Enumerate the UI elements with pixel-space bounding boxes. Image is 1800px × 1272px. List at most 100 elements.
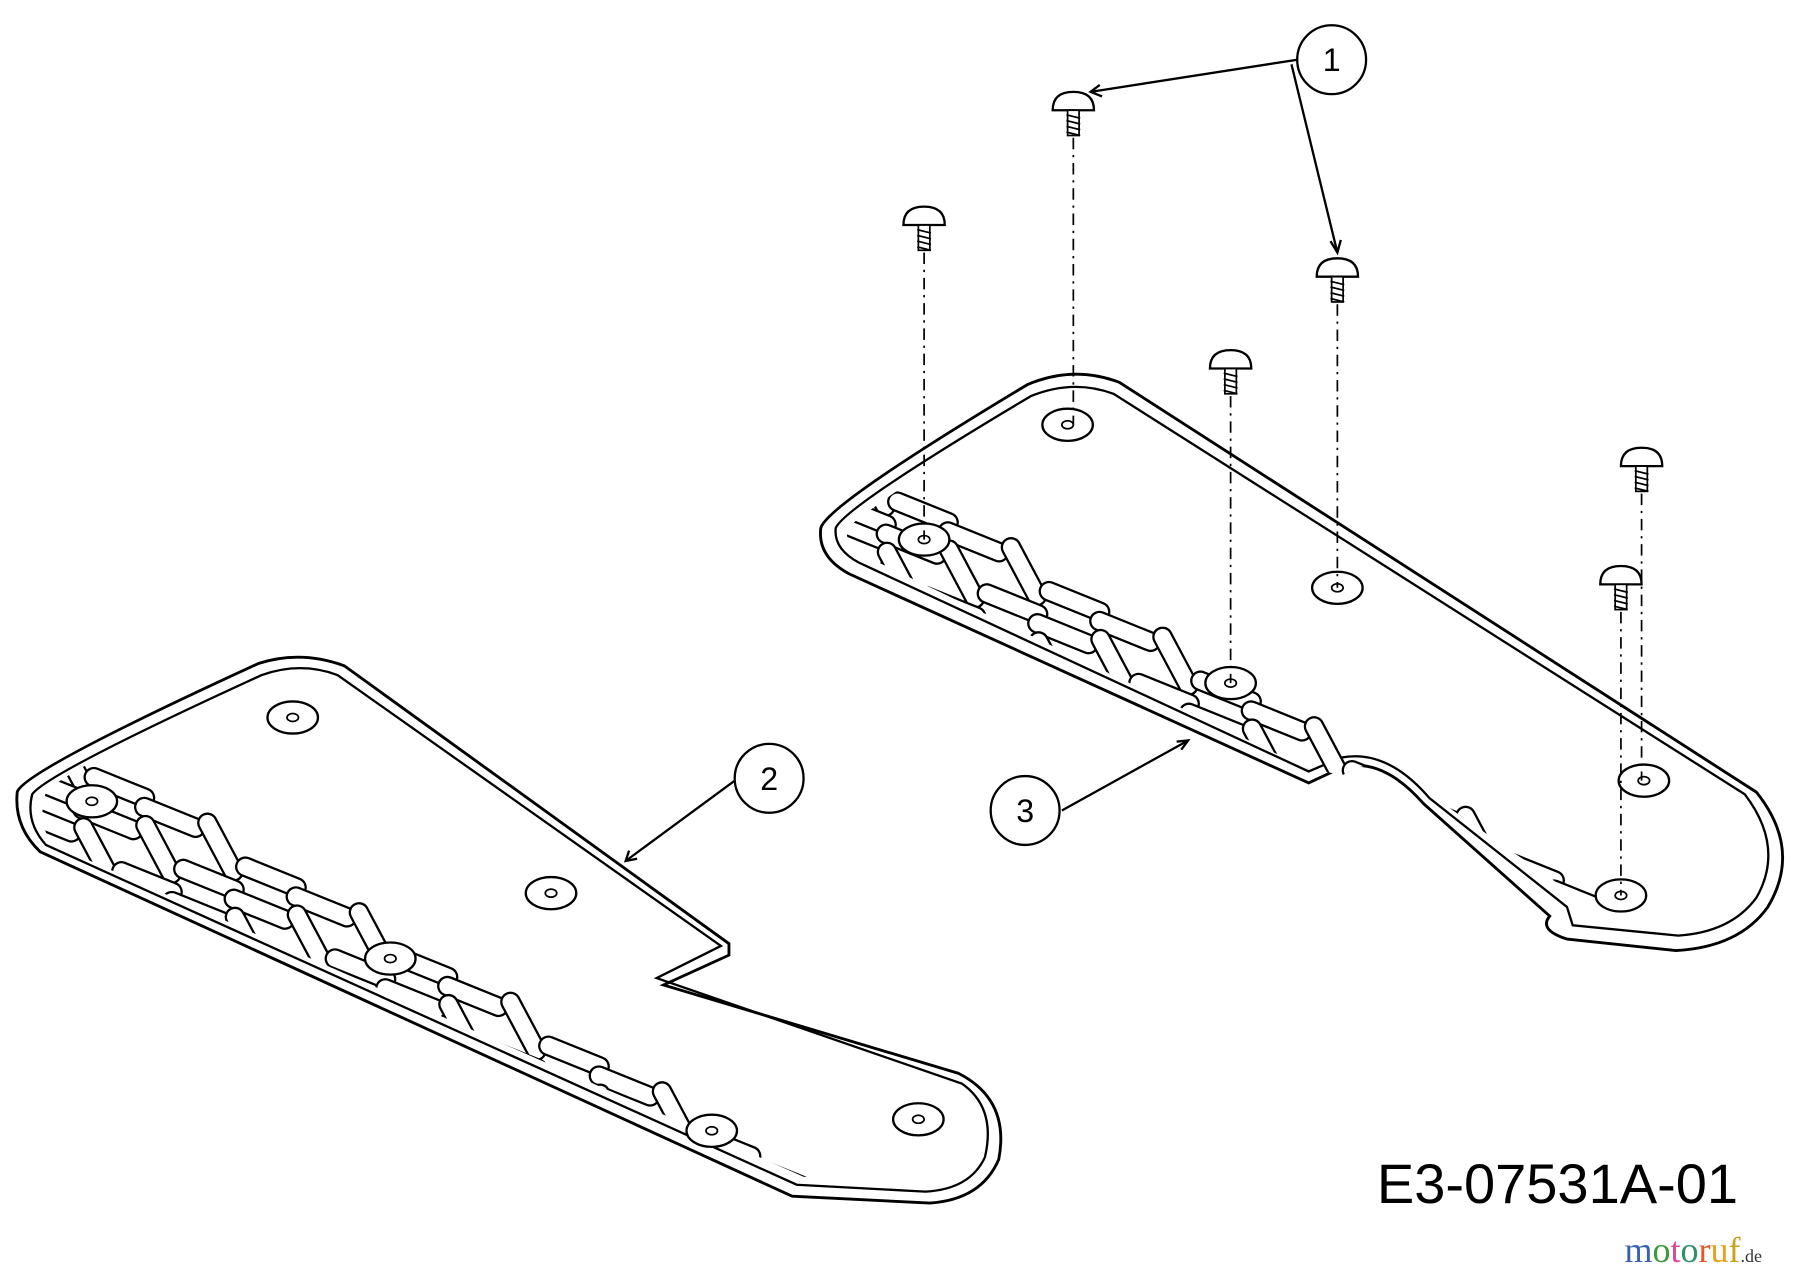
callout-1: 1 <box>1296 24 1368 96</box>
tread-slot <box>1109 895 1182 921</box>
tread-slot <box>317 1138 390 1181</box>
tread-slot <box>217 1097 265 1167</box>
tread-slot <box>104 1051 176 1093</box>
tread-slot <box>340 1074 413 1116</box>
tread-slot <box>379 1136 452 1178</box>
mounting-hole <box>891 1102 945 1137</box>
tread-slot <box>1059 865 1132 907</box>
tread-slot <box>1331 810 1378 880</box>
tread-slot <box>341 1092 389 1162</box>
callout-label: 1 <box>1323 42 1341 78</box>
tread-slot <box>1171 893 1244 921</box>
tread-slot <box>616 1159 688 1183</box>
tread-slot <box>42 1086 103 1128</box>
tread-slot <box>942 679 1014 721</box>
mounting-hole <box>1041 407 1095 442</box>
tread-slot <box>1047 897 1120 921</box>
tread-slot <box>846 828 882 898</box>
tread-slot <box>923 902 996 921</box>
tread-slot <box>1145 817 1192 887</box>
tread-slot <box>402 1072 475 1114</box>
tread-slot <box>1269 812 1316 882</box>
leader-lines <box>623 58 1342 863</box>
callout-label: 3 <box>1016 793 1034 829</box>
tread-slot <box>1000 537 1048 607</box>
tread-slot <box>1268 794 1340 836</box>
tread-slot <box>100 911 148 981</box>
tread-slot <box>846 810 907 852</box>
mounting-hole <box>685 1113 739 1148</box>
diagram-id: E3-07531A-01 <box>1376 1152 1738 1215</box>
screw <box>1051 90 1096 425</box>
tread-slot <box>93 1101 141 1172</box>
tread-slot <box>352 1042 424 1084</box>
tread-slot <box>1155 766 1228 809</box>
tread-slot <box>42 1053 114 1096</box>
left-foot-plate <box>15 655 1003 1205</box>
tread-slot <box>65 989 137 1031</box>
tread-slot <box>252 1000 299 1071</box>
tread-slot <box>500 991 547 1061</box>
callout-3: 3 <box>989 774 1061 847</box>
tread-slot <box>128 1005 175 1075</box>
tread-slot <box>985 900 1058 921</box>
tread-slot <box>228 1046 300 1089</box>
tread-slot <box>896 808 969 850</box>
tread-slot <box>189 984 261 1027</box>
tread-slot <box>131 1145 204 1183</box>
tread-slot <box>1330 792 1402 834</box>
tread-slot <box>216 1079 289 1121</box>
mounting-hole <box>363 941 417 976</box>
mounting-hole <box>524 875 578 911</box>
tread-slot <box>314 998 361 1068</box>
tread-slot <box>846 638 889 708</box>
tread-slot <box>155 1099 203 1169</box>
tread-slot <box>868 714 941 756</box>
screw <box>1599 564 1643 896</box>
tread-slot <box>1207 814 1254 885</box>
tread-slot <box>42 913 86 983</box>
screw <box>1315 257 1360 588</box>
watermark-logo: motoruf.de <box>1624 1230 1762 1270</box>
tread-slot <box>1307 856 1379 898</box>
tread-slot <box>200 952 273 995</box>
mounting-hole <box>1617 763 1671 798</box>
tread-slot <box>66 1007 113 1078</box>
tread-slot <box>1055 725 1103 795</box>
tread-slot <box>935 870 1008 912</box>
tread-slot <box>1245 858 1317 901</box>
tread-slot <box>193 1143 266 1183</box>
tread-slot <box>869 732 917 802</box>
tread-slot <box>873 872 946 914</box>
tread-slot <box>190 1003 237 1073</box>
tread-slot <box>138 955 211 997</box>
tread-slot <box>880 681 952 724</box>
tread-slot <box>907 776 980 818</box>
tread-slot <box>127 987 199 1029</box>
tread-slot <box>1393 807 1440 878</box>
tread-slot <box>1419 883 1492 921</box>
tread-slot <box>1183 861 1256 903</box>
tread-slot <box>251 982 323 1024</box>
tread-slot <box>897 826 944 896</box>
tread-slot <box>992 709 1065 751</box>
tread-slot <box>846 778 918 820</box>
tread-slot <box>1233 890 1306 921</box>
screws <box>902 90 1664 896</box>
tread-slot <box>403 1090 451 1160</box>
tread-slot <box>76 957 149 999</box>
tread-slot <box>69 1148 142 1183</box>
tread-slot <box>42 1104 79 1174</box>
screw <box>902 205 946 540</box>
tread-slot <box>930 711 1003 754</box>
callout-2: 2 <box>733 742 805 814</box>
mounting-hole <box>266 700 320 735</box>
tread-slot <box>1295 888 1368 921</box>
tread-slot <box>1206 796 1278 839</box>
mounting-hole <box>65 784 119 819</box>
tread-slot <box>904 635 951 706</box>
tread-slot <box>465 1088 513 1158</box>
tread-slot <box>255 1141 328 1183</box>
tread-slot <box>1152 626 1199 696</box>
